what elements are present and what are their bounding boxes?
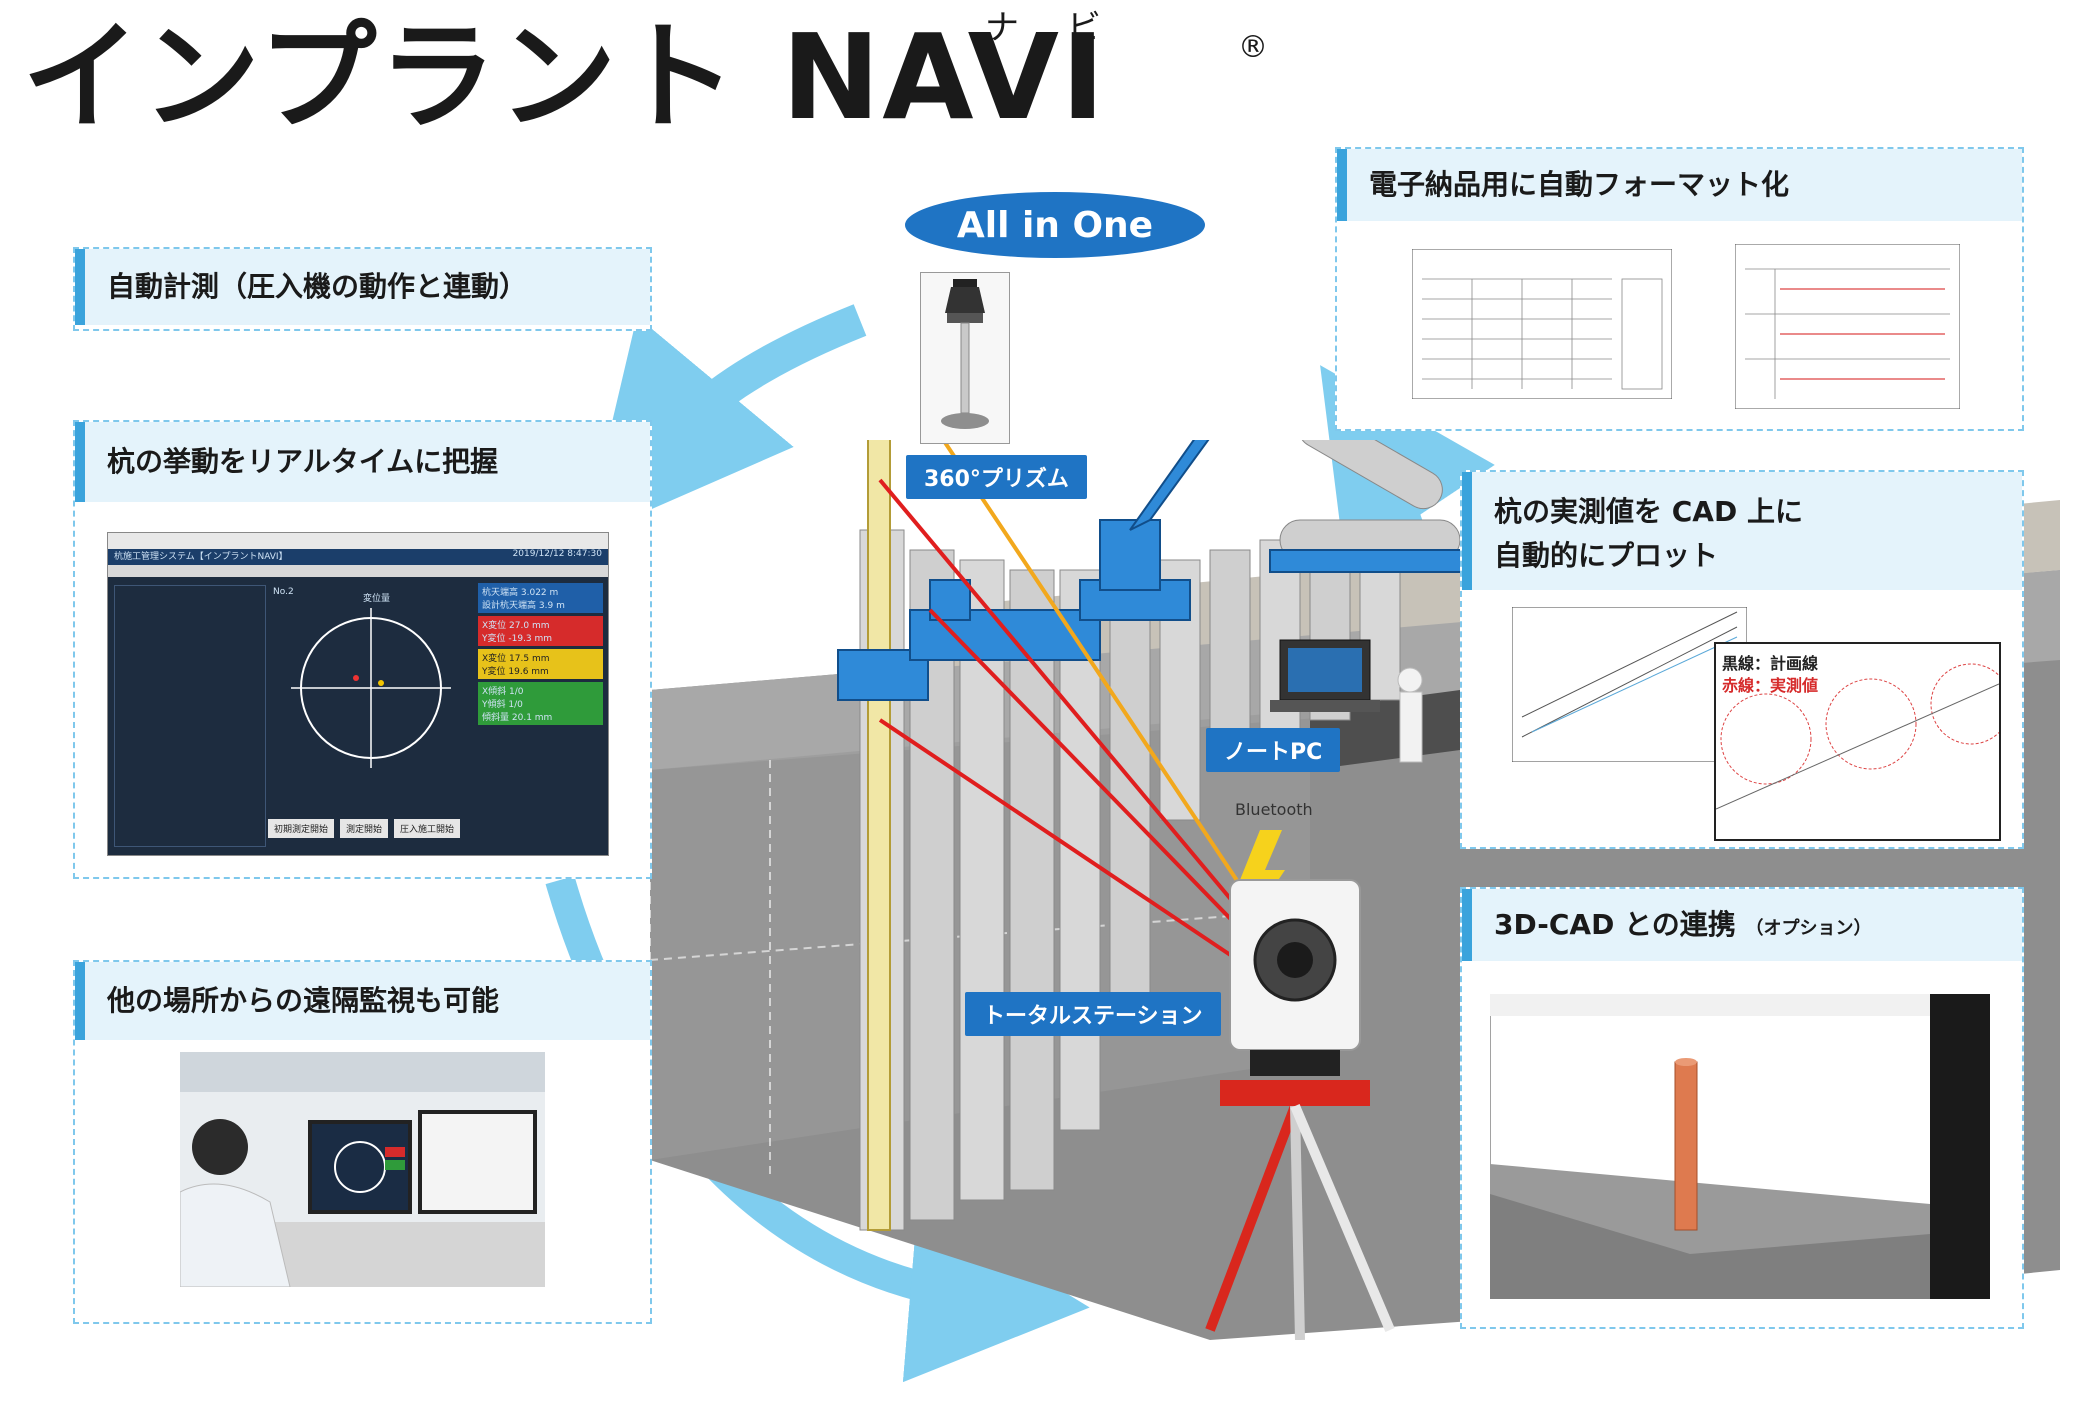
cad-circles (1716, 663, 1999, 810)
panel-3d-cad: 3D-CAD との連携 （オプション） (1460, 887, 2024, 1329)
value-box-bottom: X変位 17.5 mm Y変位 19.6 mm (478, 649, 603, 679)
value-box-height: 杭天端高 3.022 m 設計杭天端高 3.9 m (478, 583, 603, 613)
value-row: 傾斜量 20.1 mm (482, 713, 553, 723)
cad3d-title: 3D-CAD との連携 (1494, 908, 1736, 941)
initial-measure-button[interactable]: 初期測定開始 (268, 819, 335, 838)
compass-target-icon (291, 608, 451, 768)
panel-remote-title: 他の場所からの遠隔監視も可能 (75, 962, 650, 1040)
value-row: Y変位 -19.3 mm (482, 634, 553, 644)
app-window: 杭施工管理システム【インプラントNAVI】 2019/12/12 8:47:30… (107, 532, 609, 856)
legend-black-line: 黒線：計画線 (1722, 654, 1819, 673)
app-window-title: 杭施工管理システム【インプラントNAVI】 (114, 552, 288, 562)
prism-label: 360°プリズム (906, 455, 1087, 499)
value-box-tilt: X傾斜 1/0 Y傾斜 1/0 傾斜量 20.1 mm (478, 682, 603, 725)
app-buttons: 初期測定開始 測定開始 圧入施工開始 (268, 819, 461, 838)
cad-plan-drawing (1512, 607, 1747, 762)
value-row: Y変位 19.6 mm (482, 667, 549, 677)
cad3d-viewport (1490, 994, 1990, 1299)
app-values: 杭天端高 3.022 m 設計杭天端高 3.9 m X変位 27.0 mm Y変… (478, 583, 603, 725)
value-row: X変位 17.5 mm (482, 654, 550, 664)
panel-cad-plot-title: 杭の実測値を CAD 上に 自動的にプロット (1462, 472, 2022, 590)
value-row: X変位 27.0 mm (482, 621, 550, 631)
cad-plot-line2: 自動的にプロット (1494, 539, 1719, 572)
app-header: 杭施工管理システム【インプラントNAVI】 2019/12/12 8:47:30 (108, 549, 608, 565)
report-sheet-2 (1735, 244, 1960, 409)
press-in-start-button[interactable]: 圧入施工開始 (394, 819, 461, 838)
panel-format: 電子納品用に自動フォーマット化 (1335, 147, 2024, 431)
value-box-top: X変位 27.0 mm Y変位 -19.3 mm (478, 616, 603, 646)
cad-zoom-view: 黒線：計画線 赤線：実測値 (1714, 642, 2001, 841)
panel-auto-measure: 自動計測（圧入機の動作と連動） (73, 247, 652, 331)
panel-auto-measure-title: 自動計測（圧入機の動作と連動） (75, 249, 650, 325)
panel-remote: 他の場所からの遠隔監視も可能 (73, 960, 652, 1324)
value-row: 設計杭天端高 3.9 m (482, 601, 565, 611)
app-pile-no: No.2 (273, 587, 294, 597)
total-station-label: トータルステーション (965, 992, 1221, 1036)
panel-realtime: 杭の挙動をリアルタイムに把握 杭施工管理システム【インプラントNAVI】 201… (73, 420, 652, 879)
panel-realtime-title: 杭の挙動をリアルタイムに把握 (75, 422, 650, 502)
app-compass-label: 変位量 (363, 594, 391, 604)
prism-photo (920, 272, 1010, 444)
remote-office-photo (180, 1052, 545, 1287)
legend-red-line: 赤線：実測値 (1722, 676, 1819, 695)
measure-button[interactable]: 測定開始 (340, 819, 389, 838)
registered-mark: ® (1238, 30, 1268, 65)
title-ruby: ナビ (985, 8, 1149, 48)
notepc-label: ノートPC (1206, 728, 1341, 772)
report-sheet-1 (1412, 249, 1672, 399)
bluetooth-label: Bluetooth (1235, 800, 1313, 819)
value-row: Y傾斜 1/0 (482, 700, 523, 710)
cad-plot-line1: 杭の実測値を CAD 上に (1494, 495, 1803, 528)
panel-3d-cad-title: 3D-CAD との連携 （オプション） (1462, 889, 2022, 961)
all-in-one-badge: All in One (905, 192, 1205, 258)
app-title-bar (108, 533, 608, 549)
value-row: X傾斜 1/0 (482, 687, 524, 697)
app-left-controls (114, 585, 266, 847)
value-row: 杭天端高 3.022 m (482, 588, 559, 598)
cad3d-option: （オプション） (1745, 918, 1872, 939)
panel-cad-plot: 杭の実測値を CAD 上に 自動的にプロット 黒線：計画線 赤線：実測値 (1460, 470, 2024, 849)
app-datetime: 2019/12/12 8:47:30 (512, 549, 602, 559)
panel-format-title: 電子納品用に自動フォーマット化 (1337, 149, 2022, 221)
page-title: インプラント NAVI (22, 8, 1107, 146)
prism-icon (941, 279, 989, 429)
app-toolbar (108, 565, 608, 577)
